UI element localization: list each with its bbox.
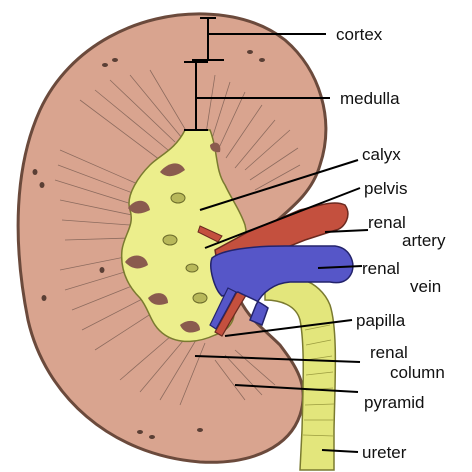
label-calyx: calyx <box>362 146 401 163</box>
label-renal-column-line2: column <box>390 364 445 381</box>
label-pelvis: pelvis <box>364 180 407 197</box>
label-renal-artery-line2: artery <box>402 232 445 249</box>
label-renal-vein-line2: vein <box>410 278 441 295</box>
label-renal-column-line1: renal <box>370 344 408 361</box>
label-ureter: ureter <box>362 444 406 461</box>
label-cortex: cortex <box>336 26 382 43</box>
label-pyramid: pyramid <box>364 394 424 411</box>
label-medulla: medulla <box>340 90 400 107</box>
label-renal-artery-line1: renal <box>368 214 406 231</box>
label-renal-vein-line1: renal <box>362 260 400 277</box>
label-papilla: papilla <box>356 312 405 329</box>
